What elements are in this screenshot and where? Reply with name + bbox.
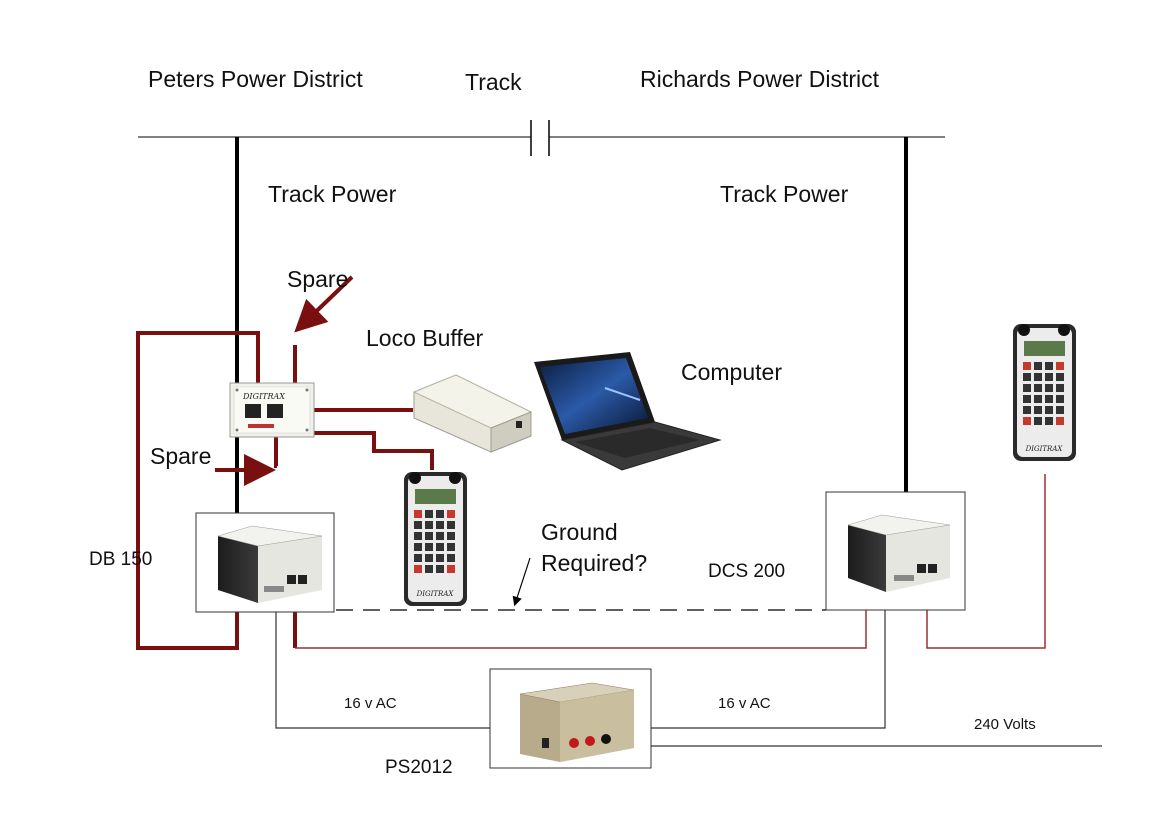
ps2012-device (489, 668, 652, 769)
throttle-key (1023, 406, 1031, 414)
throttle-key (1034, 373, 1042, 381)
throttle-key (414, 521, 422, 529)
throttle-key (414, 565, 422, 573)
throttle-key (436, 565, 444, 573)
dcs200-label: DCS 200 (708, 561, 786, 582)
throttle-key (414, 532, 422, 540)
db150-label: DB 150 (89, 549, 153, 570)
throttle-right-logo: DIGITRAX (1025, 445, 1064, 453)
throttle-key (1034, 417, 1042, 425)
throttle-key (1034, 406, 1042, 414)
throttle-key (436, 532, 444, 540)
throttle-key (1034, 384, 1042, 392)
computer-label: Computer (681, 359, 782, 385)
throttle-key (1023, 384, 1031, 392)
track-power-left-label: Track Power (268, 181, 397, 207)
spare-left-label: Spare (150, 443, 212, 469)
ground-dashed-line (336, 557, 826, 611)
throttle-key (436, 554, 444, 562)
spare-top-label: Spare (287, 266, 349, 292)
throttle-key (1045, 384, 1053, 392)
throttle-key (414, 543, 422, 551)
throttle-right (1013, 324, 1076, 461)
throttle-key (1023, 395, 1031, 403)
ac-left-label: 16 v AC (344, 695, 397, 712)
ground-label: Ground (541, 519, 618, 545)
throttle-key (1045, 406, 1053, 414)
ac-right-label: 16 v AC (718, 695, 771, 712)
throttle-key (1045, 395, 1053, 403)
track-label: Track (465, 69, 522, 95)
throttle-key (425, 543, 433, 551)
peters-power-district-label: Peters Power District (148, 66, 363, 92)
throttle-key (447, 543, 455, 551)
throttle-key (1023, 362, 1031, 370)
throttle-center (404, 472, 467, 606)
loconet-panel (229, 382, 315, 438)
throttle-key (1056, 406, 1064, 414)
panel-logo: DIGITRAX (242, 392, 285, 401)
throttle-key (425, 521, 433, 529)
throttle-key (1034, 395, 1042, 403)
throttle-key (447, 565, 455, 573)
throttle-key (447, 521, 455, 529)
throttle-key (1034, 362, 1042, 370)
loco-buffer-device (412, 374, 533, 453)
throttle-center-logo: DIGITRAX (416, 590, 455, 598)
ps2012-label: PS2012 (385, 757, 453, 778)
throttle-key (436, 521, 444, 529)
track-rail (138, 120, 945, 156)
throttle-key (1045, 373, 1053, 381)
throttle-key (425, 532, 433, 540)
db150-device (195, 512, 335, 613)
thin-red-wires (295, 474, 1046, 649)
track-power-right-label: Track Power (720, 181, 849, 207)
throttle-key (1056, 362, 1064, 370)
throttle-key (1023, 373, 1031, 381)
loco-buffer-label: Loco Buffer (366, 325, 484, 351)
throttle-key (1056, 384, 1064, 392)
throttle-key (1045, 362, 1053, 370)
throttle-key (425, 565, 433, 573)
throttle-key (425, 554, 433, 562)
ground-required-label: Required? (541, 550, 648, 576)
throttle-key (1023, 417, 1031, 425)
throttle-key (1045, 417, 1053, 425)
throttle-key (447, 532, 455, 540)
laptop-computer (534, 352, 722, 471)
loconet-wires (136, 331, 434, 650)
ac-wires (275, 610, 1102, 747)
spare-arrows (215, 275, 354, 486)
throttle-key (425, 510, 433, 518)
throttle-key (436, 510, 444, 518)
throttle-key (447, 554, 455, 562)
richards-power-district-label: Richards Power District (640, 66, 879, 92)
throttle-key (414, 510, 422, 518)
throttle-key (1056, 373, 1064, 381)
throttle-key (436, 543, 444, 551)
throttle-key (414, 554, 422, 562)
throttle-key (1056, 417, 1064, 425)
throttle-key (1056, 395, 1064, 403)
dcs200-device (825, 491, 966, 611)
mains-voltage-label: 240 Volts (974, 716, 1036, 733)
throttle-key (447, 510, 455, 518)
